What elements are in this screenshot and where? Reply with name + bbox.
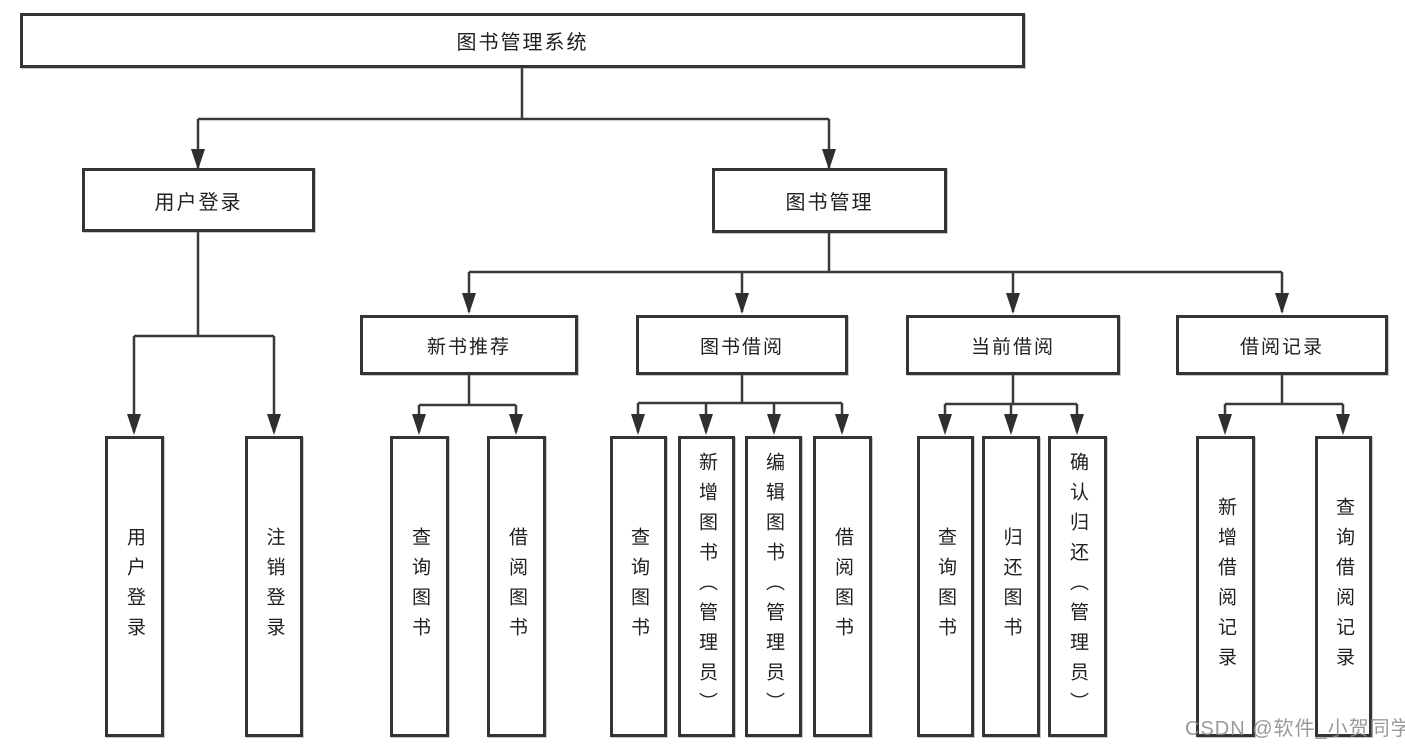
node-book-management: 图书管理 [712,168,947,233]
node-root-system: 图书管理系统 [20,13,1025,68]
leaf-user-login: 用户登录 [105,436,164,737]
leaf-query-books-1: 查询图书 [390,436,449,737]
leaf-add-books-admin: 新增图书（管理员） [678,436,735,737]
leaf-edit-books-admin-label: 编辑图书（管理员） [763,451,784,722]
leaf-query-borrow-record-label: 查询借阅记录 [1333,496,1354,677]
leaf-add-books-admin-label: 新增图书（管理员） [696,451,717,722]
leaf-return-books-label: 归还图书 [1000,526,1022,647]
node-book-borrow: 图书借阅 [636,315,848,375]
leaf-query-books-3-label: 查询图书 [935,526,956,647]
node-borrow-records: 借阅记录 [1176,315,1388,375]
node-new-book-recommend-label: 新书推荐 [426,336,511,358]
leaf-query-books-2-label: 查询图书 [628,526,649,647]
leaf-borrow-books-1: 借阅图书 [487,436,546,737]
leaf-borrow-books-1-label: 借阅图书 [506,526,527,647]
leaf-user-login-label: 用户登录 [124,526,145,647]
leaf-borrow-books-2-label: 借阅图书 [832,526,853,647]
leaf-query-books-2: 查询图书 [610,436,667,737]
leaf-confirm-return-admin-label: 确认归还（管理员） [1067,451,1088,722]
node-book-borrow-label: 图书借阅 [699,336,784,358]
leaf-add-borrow-record-label: 新增借阅记录 [1215,496,1236,677]
leaf-confirm-return-admin: 确认归还（管理员） [1048,436,1107,737]
leaf-logout: 注销登录 [245,436,303,737]
leaf-return-books: 归还图书 [982,436,1040,737]
node-current-borrow-label: 当前借阅 [970,336,1055,358]
node-root-system-label: 图书管理系统 [456,32,589,54]
leaf-logout-label: 注销登录 [263,526,285,647]
csdn-watermark: CSDN @软件_小贺同学 [1185,718,1405,740]
leaf-query-books-3: 查询图书 [917,436,974,737]
node-new-book-recommend: 新书推荐 [360,315,578,375]
node-user-login-label: 用户登录 [154,191,243,214]
leaf-add-borrow-record: 新增借阅记录 [1196,436,1255,737]
leaf-borrow-books-2: 借阅图书 [813,436,872,737]
node-borrow-records-label: 借阅记录 [1239,336,1324,358]
leaf-query-borrow-record: 查询借阅记录 [1315,436,1372,737]
node-user-login: 用户登录 [82,168,315,232]
leaf-edit-books-admin: 编辑图书（管理员） [745,436,802,737]
node-current-borrow: 当前借阅 [906,315,1120,375]
leaf-query-books-1-label: 查询图书 [409,526,430,647]
node-book-management-label: 图书管理 [785,192,874,214]
